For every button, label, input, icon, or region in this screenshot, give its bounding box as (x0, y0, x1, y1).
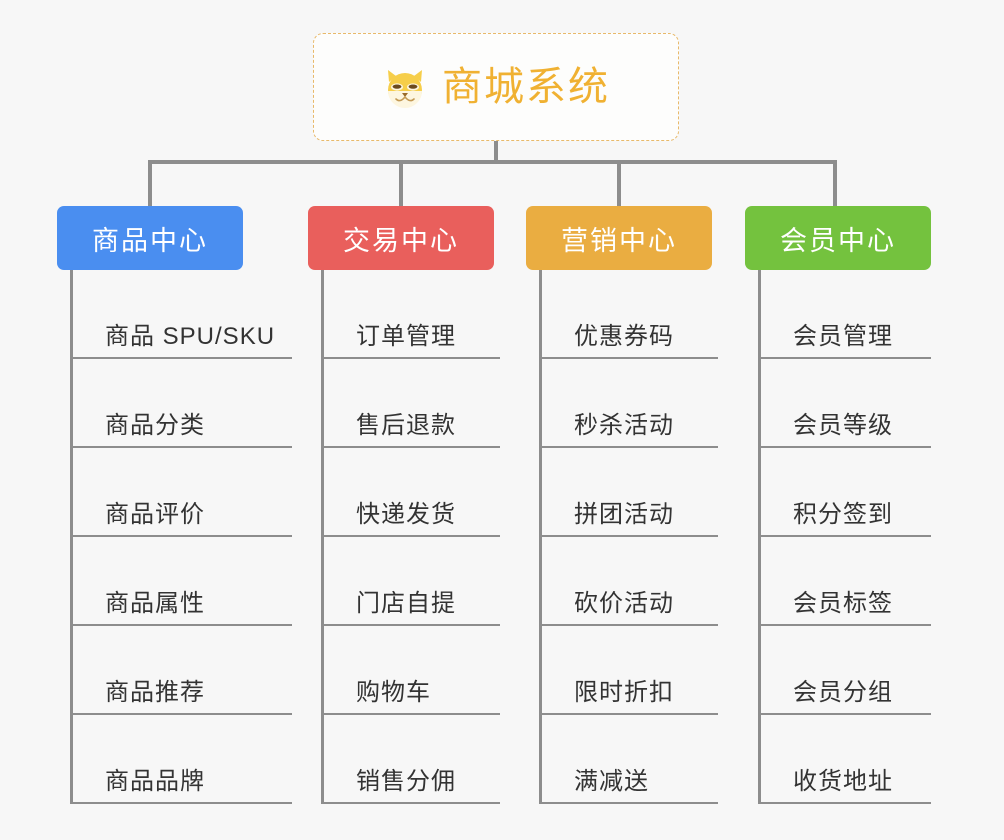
leaf-label: 快递发货 (356, 501, 456, 529)
leaf-label: 购物车 (356, 679, 431, 707)
leaf-list-product-center: 商品 SPU/SKU 商品分类 商品评价 商品属性 商品推荐 商品品牌 (70, 270, 292, 804)
leaf-label: 售后退款 (356, 412, 456, 440)
connector-horizontal-bus (148, 160, 837, 164)
leaf-label: 会员管理 (793, 323, 893, 351)
leaf-item[interactable]: 商品品牌 (73, 715, 292, 804)
leaf-item[interactable]: 砍价活动 (542, 537, 718, 626)
leaf-label: 优惠券码 (574, 323, 674, 351)
leaf-label: 销售分佣 (356, 768, 456, 796)
leaf-item[interactable]: 门店自提 (324, 537, 500, 626)
leaf-label: 门店自提 (356, 590, 456, 618)
leaf-label: 商品评价 (105, 501, 205, 529)
leaf-item[interactable]: 会员等级 (761, 359, 931, 448)
leaf-item[interactable]: 购物车 (324, 626, 500, 715)
branch-header-trade-center[interactable]: 交易中心 (308, 206, 494, 270)
leaf-list-member-center: 会员管理 会员等级 积分签到 会员标签 会员分组 收货地址 (758, 270, 931, 804)
leaf-item[interactable]: 限时折扣 (542, 626, 718, 715)
root-node-shop-system[interactable]: 商城系统 (313, 33, 679, 141)
leaf-item[interactable]: 会员管理 (761, 270, 931, 359)
leaf-label: 砍价活动 (574, 590, 674, 618)
branch-trade-center: 交易中心 订单管理 售后退款 快递发货 门店自提 购物车 销售分佣 (308, 206, 500, 804)
leaf-list-trade-center: 订单管理 售后退款 快递发货 门店自提 购物车 销售分佣 (321, 270, 500, 804)
branch-header-label: 商品中心 (92, 225, 208, 256)
leaf-item[interactable]: 积分签到 (761, 448, 931, 537)
shiba-dog-face-icon (382, 65, 428, 111)
leaf-label: 商品推荐 (105, 679, 205, 707)
leaf-item[interactable]: 快递发货 (324, 448, 500, 537)
leaf-item[interactable]: 订单管理 (324, 270, 500, 359)
branch-header-label: 会员中心 (780, 225, 896, 256)
leaf-item[interactable]: 商品 SPU/SKU (73, 270, 292, 359)
leaf-label: 会员等级 (793, 412, 893, 440)
leaf-list-marketing-center: 优惠券码 秒杀活动 拼团活动 砍价活动 限时折扣 满减送 (539, 270, 718, 804)
leaf-label: 积分签到 (793, 501, 893, 529)
branch-header-label: 营销中心 (561, 225, 677, 256)
connector-root-stub (494, 141, 498, 163)
connector-drop-member-center (833, 160, 837, 206)
leaf-label: 订单管理 (356, 323, 456, 351)
leaf-label: 商品品牌 (105, 768, 205, 796)
leaf-item[interactable]: 商品推荐 (73, 626, 292, 715)
leaf-item[interactable]: 收货地址 (761, 715, 931, 804)
leaf-item[interactable]: 会员标签 (761, 537, 931, 626)
connector-drop-trade-center (399, 160, 403, 206)
leaf-item[interactable]: 拼团活动 (542, 448, 718, 537)
leaf-label: 秒杀活动 (574, 412, 674, 440)
leaf-item[interactable]: 秒杀活动 (542, 359, 718, 448)
leaf-label: 会员分组 (793, 679, 893, 707)
connector-drop-marketing-center (617, 160, 621, 206)
leaf-item[interactable]: 商品评价 (73, 448, 292, 537)
branch-marketing-center: 营销中心 优惠券码 秒杀活动 拼团活动 砍价活动 限时折扣 满减送 (526, 206, 718, 804)
connector-drop-product-center (148, 160, 152, 206)
leaf-item[interactable]: 销售分佣 (324, 715, 500, 804)
branch-product-center: 商品中心 商品 SPU/SKU 商品分类 商品评价 商品属性 商品推荐 商品品牌 (57, 206, 292, 804)
leaf-item[interactable]: 商品属性 (73, 537, 292, 626)
leaf-item[interactable]: 满减送 (542, 715, 718, 804)
branch-header-marketing-center[interactable]: 营销中心 (526, 206, 712, 270)
leaf-item[interactable]: 商品分类 (73, 359, 292, 448)
leaf-item[interactable]: 优惠券码 (542, 270, 718, 359)
leaf-label: 限时折扣 (574, 679, 674, 707)
leaf-label: 拼团活动 (574, 501, 674, 529)
leaf-label: 商品分类 (105, 412, 205, 440)
leaf-label: 商品属性 (105, 590, 205, 618)
leaf-label: 会员标签 (793, 590, 893, 618)
leaf-label: 商品 SPU/SKU (105, 323, 276, 351)
leaf-item[interactable]: 会员分组 (761, 626, 931, 715)
branch-header-member-center[interactable]: 会员中心 (745, 206, 931, 270)
leaf-label: 收货地址 (793, 768, 893, 796)
leaf-label: 满减送 (574, 768, 649, 796)
branch-header-product-center[interactable]: 商品中心 (57, 206, 243, 270)
root-title: 商城系统 (442, 65, 610, 109)
leaf-item[interactable]: 售后退款 (324, 359, 500, 448)
branch-header-label: 交易中心 (343, 225, 459, 256)
branch-member-center: 会员中心 会员管理 会员等级 积分签到 会员标签 会员分组 收货地址 (745, 206, 931, 804)
